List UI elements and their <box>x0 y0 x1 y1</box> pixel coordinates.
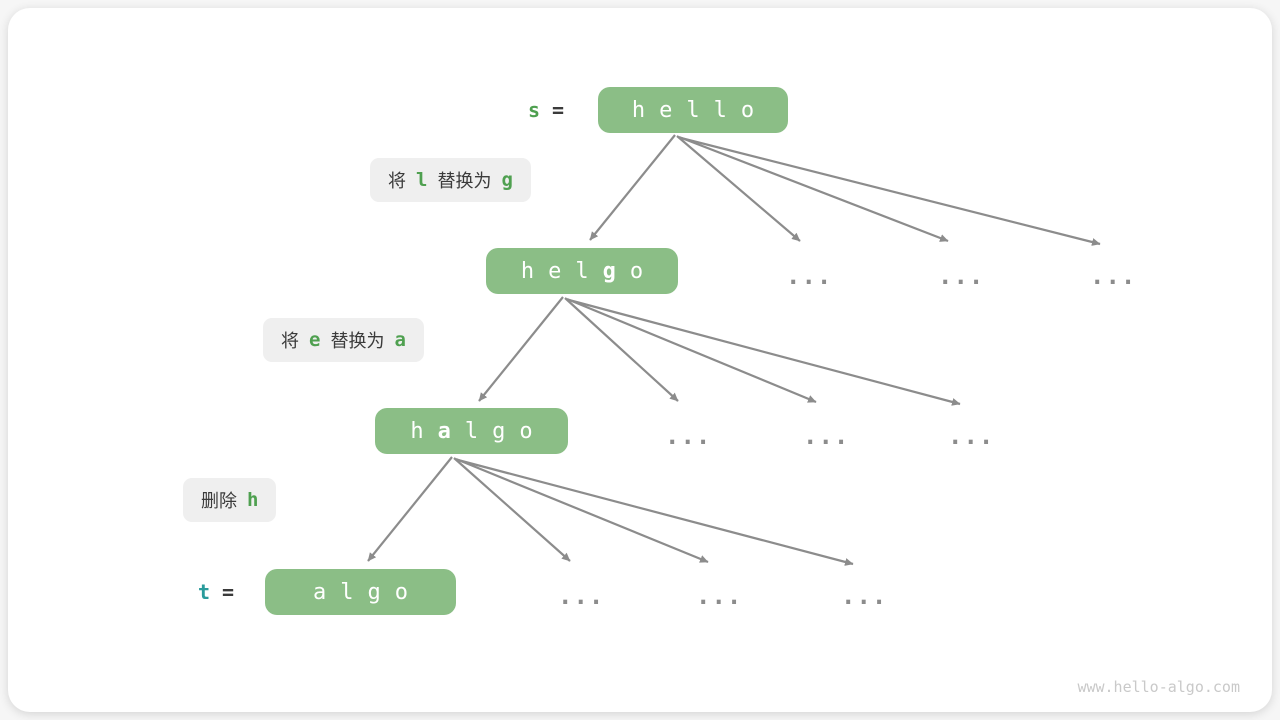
op-label-replace-e-a: 将 e 替换为 a <box>263 318 424 362</box>
edge-hello-other1 <box>676 135 801 242</box>
edge-halgo-other2 <box>455 457 709 564</box>
string-node-hello: h e l l o <box>598 87 788 133</box>
variable-t-label: t = <box>198 569 234 615</box>
edge-hello-other2 <box>678 135 949 243</box>
edge-halgo-other3 <box>457 458 854 566</box>
equals-sign: = <box>552 98 565 122</box>
ellipsis: ... <box>948 422 995 450</box>
char: l <box>340 579 354 605</box>
variable-s-label: s = <box>528 87 564 133</box>
char: l <box>686 97 700 123</box>
char: l <box>713 97 727 123</box>
char: o <box>629 258 644 284</box>
string-node-algo: a l g o <box>265 569 456 615</box>
op-text: 替换为 <box>437 171 492 191</box>
edge-halgo-other1 <box>453 457 571 562</box>
op-text: 将 <box>388 171 406 191</box>
op-char-from: e <box>309 329 321 351</box>
char: g <box>367 579 381 605</box>
op-char-from: h <box>247 489 259 511</box>
char: l <box>464 418 479 444</box>
char-changed: g <box>602 258 616 284</box>
char-changed: a <box>437 418 451 444</box>
char: h <box>520 258 535 284</box>
edge-hello-other3 <box>680 136 1101 246</box>
op-char-to: g <box>501 169 513 191</box>
variable-t: t <box>198 580 211 604</box>
ellipsis: ... <box>786 262 833 290</box>
ellipsis: ... <box>665 422 712 450</box>
op-text: 删除 <box>201 491 237 511</box>
variable-s: s <box>528 98 541 122</box>
char: e <box>548 258 562 284</box>
char: o <box>394 579 408 605</box>
char: l <box>575 258 589 284</box>
edge-hello-helgo <box>589 134 676 241</box>
ellipsis: ... <box>696 582 743 610</box>
char: e <box>659 97 673 123</box>
ellipsis: ... <box>938 262 985 290</box>
edge-helgo-other2 <box>566 297 817 404</box>
string-node-halgo: h a l g o <box>375 408 568 454</box>
edge-helgo-other3 <box>568 298 961 406</box>
char: a <box>313 579 327 605</box>
ellipsis: ... <box>558 582 605 610</box>
op-text: 将 <box>281 331 299 351</box>
edge-helgo-halgo <box>478 296 564 402</box>
ellipsis: ... <box>841 582 888 610</box>
edge-halgo-algo <box>367 456 453 562</box>
char: o <box>519 418 533 444</box>
op-char-to: a <box>394 329 406 351</box>
op-text: 替换为 <box>330 331 385 351</box>
char: o <box>740 97 755 123</box>
string-node-helgo: h e l g o <box>486 248 678 294</box>
op-label-replace-l-g: 将 l 替换为 g <box>370 158 531 202</box>
char: h <box>410 418 424 444</box>
ellipsis: ... <box>803 422 850 450</box>
op-label-delete-h: 删除 h <box>183 478 277 522</box>
watermark: www.hello-algo.com <box>1077 678 1240 696</box>
char: g <box>492 418 506 444</box>
char: h <box>631 97 646 123</box>
ellipsis: ... <box>1090 262 1137 290</box>
equals-sign: = <box>222 580 235 604</box>
edge-helgo-other1 <box>564 297 679 402</box>
op-char-from: l <box>416 169 428 191</box>
